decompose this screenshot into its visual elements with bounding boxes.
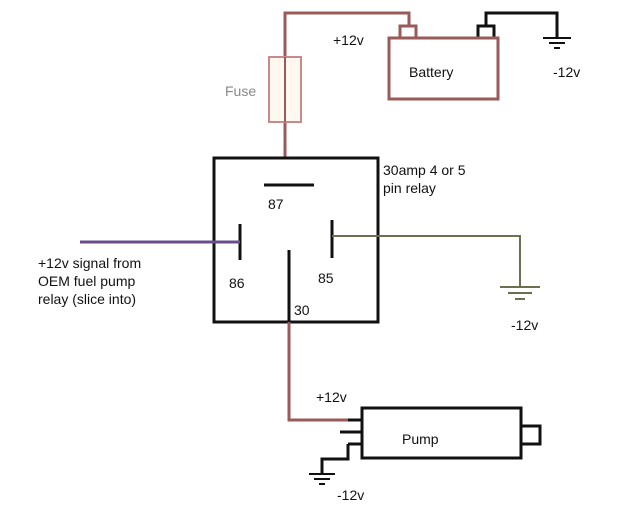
- relay-pin-87-label: 87: [268, 196, 284, 212]
- pump-plus-label: +12v: [316, 389, 347, 405]
- relay-pin-86-label: 86: [229, 275, 245, 291]
- battery-label: Battery: [409, 64, 453, 80]
- battery-body: [387, 36, 500, 101]
- fuse-label: Fuse: [225, 83, 256, 99]
- battery: [387, 24, 500, 101]
- signal-label-line2: OEM fuel pump: [38, 273, 135, 289]
- relay-85-minus-label: -12v: [511, 317, 538, 333]
- relay-85-ground-wire: [332, 235, 521, 286]
- pump-ground-symbol: [309, 473, 335, 485]
- relay-title-line2: pin relay: [383, 180, 436, 196]
- fuse: [268, 56, 302, 123]
- battery-plus-label: +12v: [333, 32, 364, 48]
- battery-minus-label: -12v: [553, 64, 580, 80]
- signal-label-line1: +12v signal from: [38, 255, 141, 271]
- pump-ground-wire: [320, 444, 350, 473]
- pump-label: Pump: [402, 431, 439, 447]
- relay-pin-85-label: 85: [318, 270, 334, 286]
- pump-body: [360, 406, 523, 460]
- relay-pin-30-label: 30: [294, 302, 310, 318]
- battery-negative-terminal: [476, 24, 496, 40]
- battery-positive-terminal: [398, 24, 418, 40]
- pump-minus-label: -12v: [337, 487, 364, 503]
- pump-outlet: [519, 424, 542, 446]
- relay-85-ground-symbol: [500, 286, 540, 300]
- pump-power-wire: [287, 322, 362, 422]
- battery-ground-symbol: [543, 37, 571, 49]
- battery-ground-wire: [484, 11, 559, 37]
- pump: [340, 406, 542, 460]
- relay-title-line1: 30amp 4 or 5: [383, 162, 466, 178]
- signal-label-line3: relay (slice into): [38, 291, 136, 307]
